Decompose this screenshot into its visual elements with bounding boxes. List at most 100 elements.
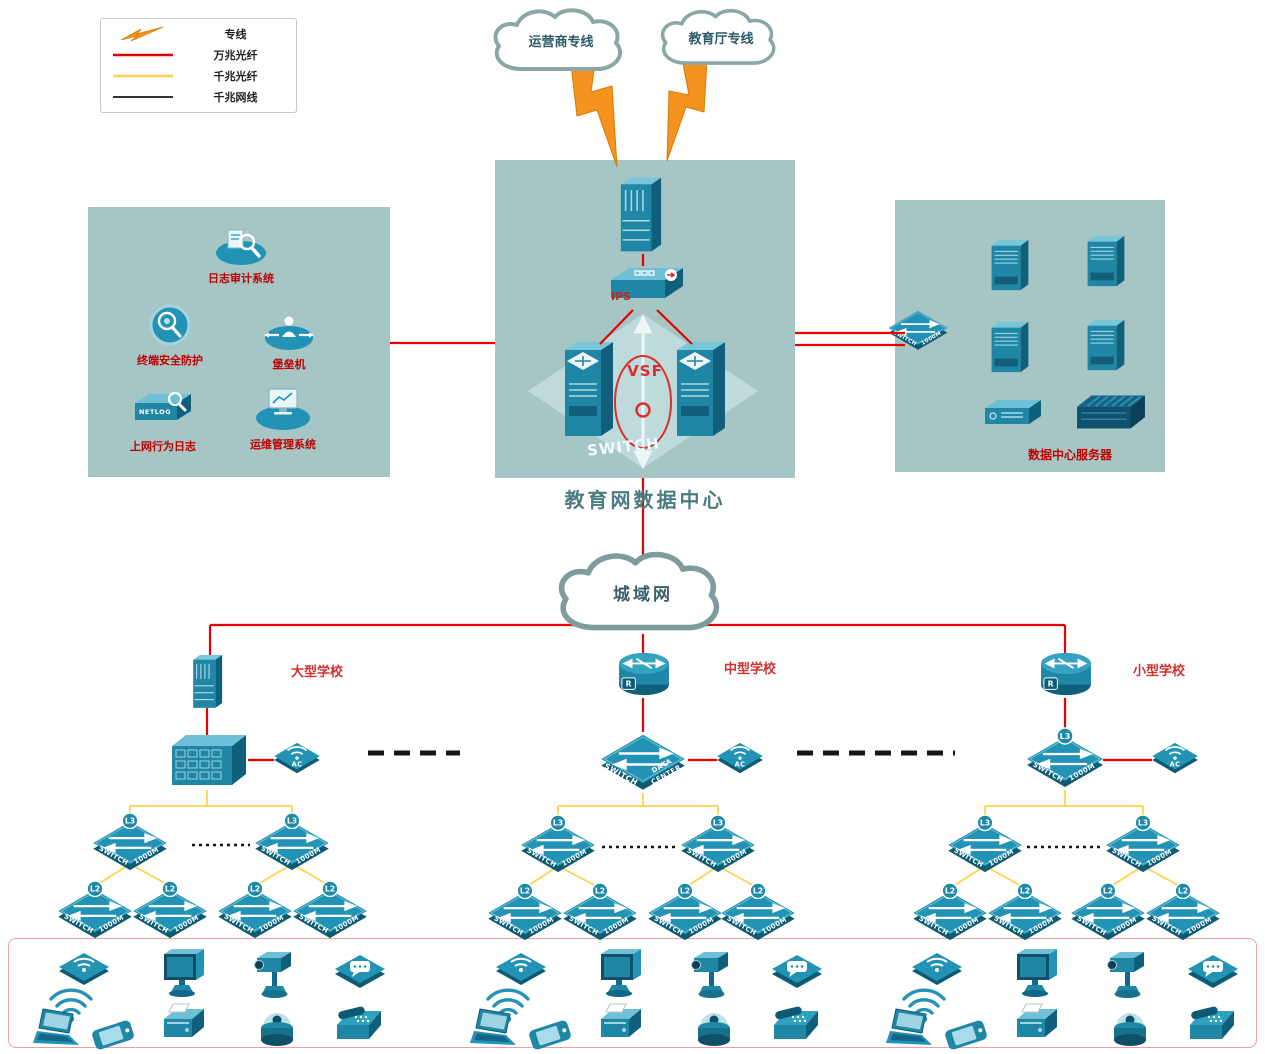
large-school-label: 大型学校 [291, 665, 344, 680]
cloud-shape [558, 551, 720, 631]
l2-switch: L2 SWITCH 1000M [718, 882, 798, 942]
monitor-icon [1011, 948, 1063, 998]
server-panel-switch: SWITCH 1000M [887, 304, 949, 352]
wifi-ap-icon [910, 949, 964, 987]
l3-switch: L3 SWITCH 1000M [945, 814, 1025, 874]
black-line-swatch [113, 96, 173, 99]
voice-chat-icon [1186, 951, 1240, 991]
svg-text:L3: L3 [980, 819, 990, 828]
separator-dashes [192, 750, 1101, 849]
svg-text:L2: L2 [945, 887, 955, 896]
svg-text:AC: AC [1170, 761, 1181, 769]
smartphone-icon [89, 1017, 137, 1053]
legend-label: 专线 [224, 27, 247, 41]
legend-item-10g-fiber: 万兆光纤 [111, 46, 286, 64]
svg-text:L2: L2 [680, 887, 690, 896]
ips-label: IPS [611, 290, 632, 303]
voice-chat-icon [333, 951, 387, 991]
legend-label: 万兆光纤 [213, 48, 258, 62]
datacenter-panel: IPS VSF SWITCH [495, 160, 795, 478]
svg-text:L2: L2 [595, 887, 605, 896]
svg-text:L3: L3 [1060, 732, 1071, 741]
svg-text:L2: L2 [325, 885, 335, 894]
l3-switch: L3 SWITCH 1000M [518, 814, 598, 874]
bastion-host: 堡垒机 [244, 313, 334, 372]
yellow-line-swatch [113, 74, 173, 78]
server-panel-label: 数据中心服务器 [1027, 448, 1112, 462]
red-line-swatch [113, 53, 173, 57]
svg-text:L2: L2 [753, 887, 763, 896]
l2-switch: L2 SWITCH 1000M [1068, 882, 1148, 942]
endpoint-group-medium-school [462, 945, 827, 1050]
legend-label: 千兆光纤 [213, 70, 258, 84]
ac-wireless-controller: AC [715, 740, 765, 778]
smartphone-icon [942, 1017, 990, 1053]
legend-item-dedicated: 专线 [111, 25, 286, 43]
ac-wireless-controller: AC [272, 740, 322, 778]
l2-switch: L2 SWITCH 1000M [1143, 882, 1223, 942]
endpoint-group-large-school [25, 945, 390, 1050]
netlog-system: NETLOG 上网行为日志 [118, 389, 208, 454]
man-cloud: 城域网 [537, 548, 749, 640]
svg-text:L3: L3 [125, 817, 135, 826]
telephone-icon [1184, 1001, 1240, 1047]
svg-text:AC: AC [735, 761, 746, 769]
log-audit-label: 日志审计系统 [208, 272, 274, 285]
svg-text:L3: L3 [1138, 819, 1148, 828]
log-audit-icon [216, 229, 266, 265]
l3-switch: L3 SWITCH 1000M [90, 812, 170, 872]
ops-management-label: 运维管理系统 [250, 438, 316, 451]
printer-icon [595, 1003, 647, 1049]
lightning-icon [120, 26, 164, 41]
medium-school-core-switch: SWITCH DATA CENTER [597, 726, 689, 792]
svg-text:L2: L2 [520, 887, 530, 896]
telephone-icon [768, 1001, 824, 1047]
svg-text:L2: L2 [90, 885, 100, 894]
voice-chat-icon [770, 951, 824, 991]
terminal-security-icon [149, 304, 191, 346]
ac-wireless-controller: AC [1150, 740, 1200, 778]
l2-switch: L2 SWITCH 1000M [560, 882, 640, 942]
education-cloud: 教育厅专线 [645, 6, 797, 72]
printer-icon [1011, 1003, 1063, 1049]
l2-switch: L2 SWITCH 1000M [215, 880, 295, 940]
legend-item-1g-fiber: 千兆光纤 [111, 67, 286, 85]
svg-text:R: R [626, 679, 632, 688]
l2-switch: L2 SWITCH 1000M [485, 882, 565, 942]
svg-text:L2: L2 [165, 885, 175, 894]
legend-label: 千兆网线 [213, 91, 258, 105]
l2-switch: L2 SWITCH 1000M [645, 882, 725, 942]
svg-text:L2: L2 [1178, 887, 1188, 896]
wifi-ap-icon [494, 949, 548, 987]
l2-switch: L2 SWITCH 1000M [985, 882, 1065, 942]
vsf-link-ring [614, 355, 672, 449]
netlog-label: 上网行为日志 [130, 440, 196, 453]
telephone-icon [331, 1001, 387, 1047]
log-audit-system: 日志审计系统 [196, 225, 286, 286]
man-cloud-label: 城域网 [613, 584, 673, 605]
small-school-core-switch: L3 SWITCH 1000M [1025, 727, 1105, 790]
svg-text:L2: L2 [250, 885, 260, 894]
svg-text:L3: L3 [713, 819, 723, 828]
laptop-icon [27, 1007, 81, 1049]
monitor-icon [595, 948, 647, 998]
small-school-label: 小型学校 [1133, 664, 1186, 679]
svg-text:L3: L3 [553, 819, 563, 828]
svg-text:AC: AC [292, 761, 303, 769]
ips-device [611, 268, 683, 298]
datacenter-title: 教育网数据中心 [564, 488, 726, 512]
terminal-security-label: 终端安全防护 [137, 354, 203, 367]
endpoint-group-small-school [878, 945, 1243, 1050]
1g-fiber-links [94, 790, 1184, 889]
svg-text:R: R [1048, 679, 1054, 688]
printer-icon [158, 1003, 210, 1049]
dome-camera-icon [692, 1003, 736, 1049]
ops-management-system: 运维管理系统 [238, 385, 328, 452]
vsf-label: VSF [627, 362, 663, 380]
smartphone-icon [526, 1017, 574, 1053]
medium-school-label: 中型学校 [724, 662, 777, 677]
router: R [617, 650, 671, 698]
laptop-icon [880, 1007, 934, 1049]
ptz-camera-icon [1106, 948, 1152, 1002]
